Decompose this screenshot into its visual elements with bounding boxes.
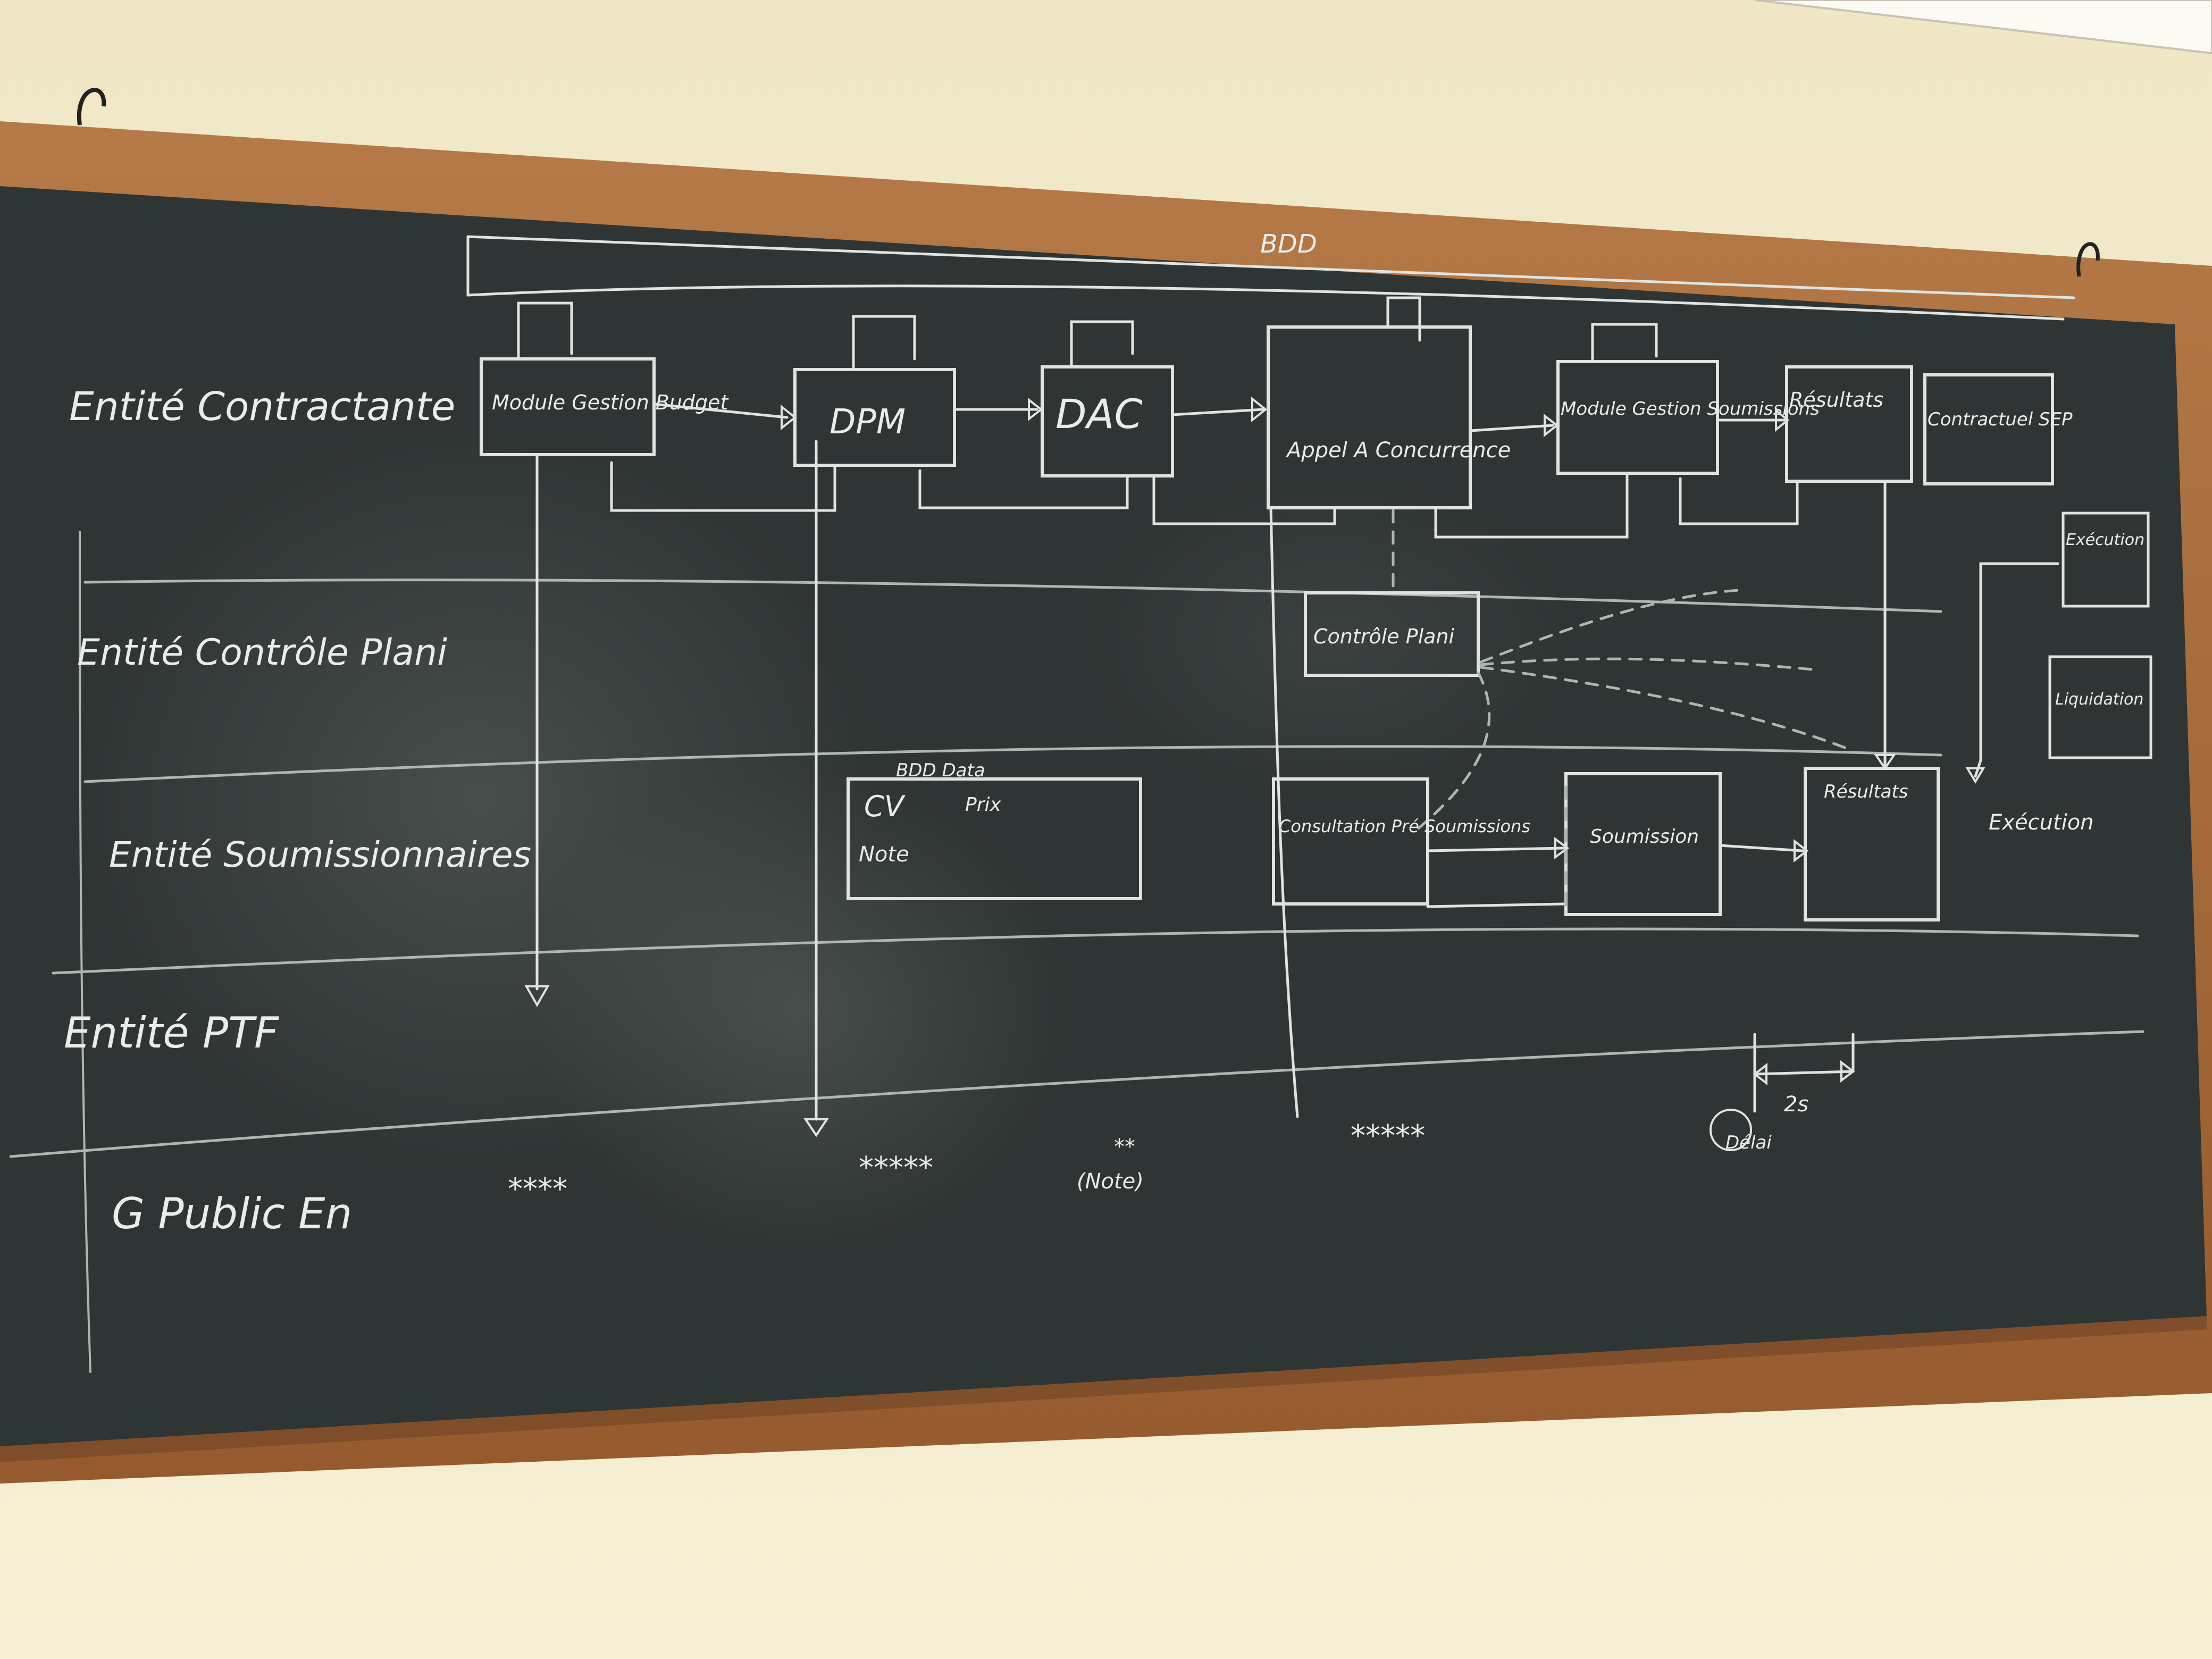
box-cv-label: CV	[864, 790, 906, 823]
contractante-arrows	[517, 296, 2059, 784]
box-contractuel-label: Contractuel SEP	[1928, 409, 2073, 430]
box-execution	[2062, 512, 2150, 608]
box-resultats-bottom	[1804, 767, 1940, 921]
stars-2: *****	[859, 1151, 933, 1185]
box-dac-label: DAC	[1055, 390, 1143, 438]
box-controle-plani-label: Contrôle Plani	[1313, 625, 1454, 648]
bdd-bar: BDD	[466, 229, 2075, 321]
lane-label-soumissionnaires: Entité Soumissionnaires	[109, 834, 531, 875]
lane-labels: Entité Contractante Entité Contrôle Plan…	[64, 384, 531, 1238]
vertical-flows	[524, 440, 1299, 1137]
soumissionnaires-boxes: BDD Data CV Prix Note Consultation Pré S…	[847, 480, 2094, 921]
box-bdd-data-label: BDD Data	[896, 760, 985, 781]
controle-box: Contrôle Plani	[1304, 509, 1852, 831]
box-soumission-label: Soumission	[1590, 826, 1699, 848]
box-dpm-label: DPM	[830, 403, 906, 442]
box-consultation	[1272, 777, 1429, 906]
box-execution-label: Exécution	[2066, 531, 2144, 549]
box-bdd-data	[847, 777, 1142, 900]
box-module-soumissions-label: Module Gestion Soumissions	[1561, 398, 1820, 420]
bdd-label: BDD	[1260, 229, 1317, 259]
box-prix-label: Prix	[965, 794, 1002, 816]
box-resultats-top	[1785, 365, 1913, 483]
lane-label-ptf: Entité PTF	[64, 1008, 279, 1058]
stars-3-note: (Note)	[1077, 1169, 1144, 1194]
box-contractuel	[1923, 373, 2054, 485]
timeline-annotation: 2s Délai	[1710, 1033, 1855, 1153]
lane-label-public: G Public En	[112, 1189, 352, 1238]
box-dac	[1041, 365, 1174, 477]
box-controle-plani	[1304, 591, 1480, 677]
lane-dividers	[9, 531, 2144, 1373]
box-resultats-top-label: Résultats	[1789, 388, 1883, 412]
execution-bottom-label: Exécution	[1989, 810, 2094, 835]
timeline-duration: 2s	[1784, 1092, 1808, 1117]
lane-label-contractante: Entité Contractante	[69, 384, 455, 430]
box-note-label: Note	[859, 842, 909, 867]
box-module-gestion-budget-label: Module Gestion Budget	[492, 391, 730, 414]
box-resultats-bottom-label: Résultats	[1824, 781, 1908, 802]
box-liquidation-label: Liquidation	[2055, 690, 2143, 709]
box-consultation-label: Consultation Pré Soumissions	[1279, 816, 1530, 836]
box-liquidation	[2048, 655, 2152, 759]
stars-1: ****	[508, 1172, 567, 1206]
public-ratings: **** ***** ** (Note) *****	[508, 1119, 1425, 1206]
box-appel-label: Appel A Concurrence	[1285, 438, 1511, 463]
box-appel-concurrence	[1267, 325, 1472, 509]
box-module-gestion-budget	[480, 357, 656, 456]
contractante-boxes: Module Gestion Budget DPM DAC Appel A Co…	[480, 325, 2152, 759]
stars-4: *****	[1351, 1119, 1425, 1153]
timeline-label: Délai	[1725, 1132, 1772, 1153]
box-module-soumissions	[1556, 360, 1719, 475]
lane-label-controle: Entité Contrôle Plani	[77, 632, 447, 674]
stars-3: **	[1114, 1135, 1135, 1159]
